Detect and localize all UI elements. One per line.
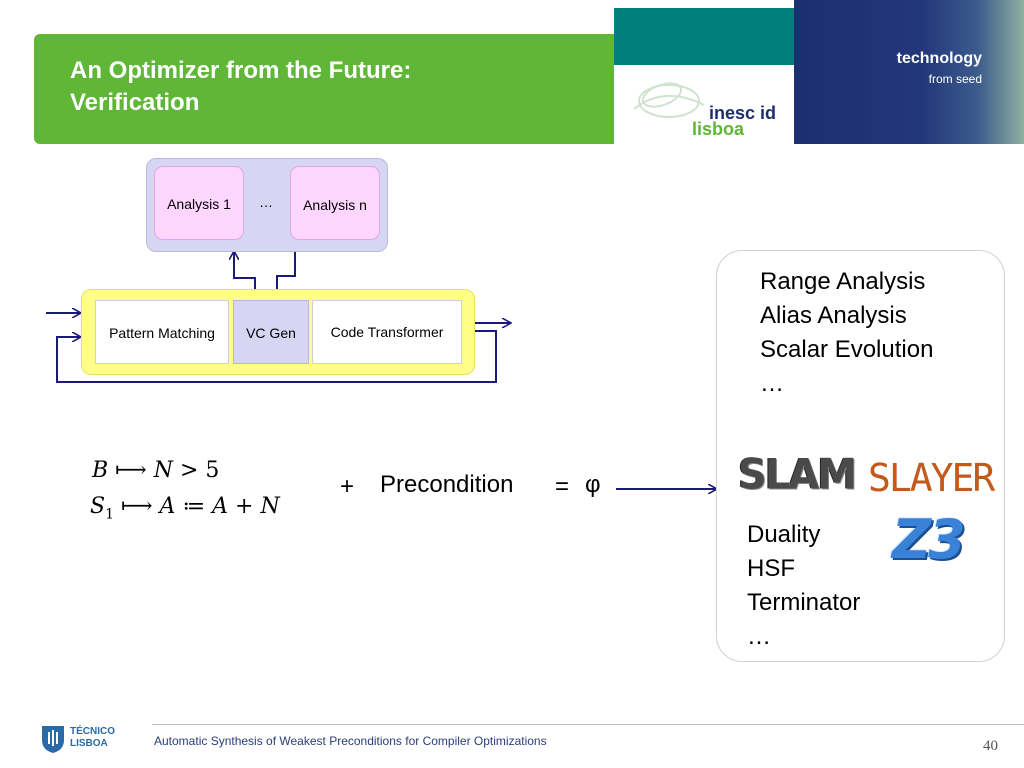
code-transformer-box: Code Transformer xyxy=(312,300,462,364)
formula-line-1: B ⟼ N > 5 xyxy=(92,458,220,483)
z3-logo: Z3 xyxy=(892,508,966,571)
tagline-main: technology xyxy=(896,50,982,67)
tagline-sub: from seed xyxy=(928,72,982,86)
slide-title: An Optimizer from the Future: Verificati… xyxy=(70,55,590,119)
tools-panel xyxy=(716,250,1005,662)
inesc-id-logo: inesc id lisboa xyxy=(614,65,794,144)
svg-text:lisboa: lisboa xyxy=(692,119,745,139)
equals-sign: = xyxy=(555,473,570,500)
brand-panel xyxy=(794,0,1024,144)
phi-symbol: φ xyxy=(585,471,601,498)
pattern-matching-box: Pattern Matching xyxy=(95,300,229,364)
tecnico-line-2: LISBOA xyxy=(70,738,108,749)
verification-tools-list: Duality HSF Terminator … xyxy=(747,518,860,654)
formula-line-2: S1 ⟼ A ≔ A + N xyxy=(90,494,280,523)
slide-title-line-1: An Optimizer from the Future: xyxy=(70,57,412,84)
precondition-label: Precondition xyxy=(380,471,514,498)
tecnico-shield-icon xyxy=(42,726,64,753)
slam-logo-text: SLAM xyxy=(738,450,857,500)
list-item: … xyxy=(760,370,784,397)
list-item: Terminator xyxy=(747,589,861,616)
arrow-from-analyses xyxy=(277,252,296,298)
analysis-n-box: Analysis n xyxy=(290,166,380,240)
plus-sign: + xyxy=(340,473,355,500)
footer-divider xyxy=(152,724,1024,725)
list-item: Alias Analysis xyxy=(760,302,907,329)
inesc-id-logo-icon: inesc id lisboa xyxy=(633,82,776,139)
list-item: HSF xyxy=(747,555,795,582)
list-item: … xyxy=(747,623,771,650)
list-item: Scalar Evolution xyxy=(760,336,934,363)
loop-arrow xyxy=(56,330,497,383)
list-item: Duality xyxy=(747,521,821,548)
list-item: Range Analysis xyxy=(760,268,926,295)
teal-band xyxy=(614,8,794,65)
analysis-1-box: Analysis 1 xyxy=(154,166,244,240)
analysis-ellipsis: … xyxy=(259,194,273,210)
vc-gen-box: VC Gen xyxy=(233,300,309,364)
static-analyses-list: Range Analysis Alias Analysis Scalar Evo… xyxy=(760,265,933,401)
tecnico-wordmark: TÉCNICO LISBOA xyxy=(70,726,115,750)
slayer-logo: SLAYER xyxy=(868,456,995,500)
tecnico-line-1: TÉCNICO xyxy=(70,726,115,737)
tecnico-logo xyxy=(40,724,66,759)
footer-text: Automatic Synthesis of Weakest Precondit… xyxy=(154,734,547,748)
page-number: 40 xyxy=(983,738,998,754)
svg-text:inesc id: inesc id xyxy=(709,103,776,123)
slide-title-line-2: Verification xyxy=(70,89,200,116)
slam-logo: SLAM xyxy=(738,450,857,500)
